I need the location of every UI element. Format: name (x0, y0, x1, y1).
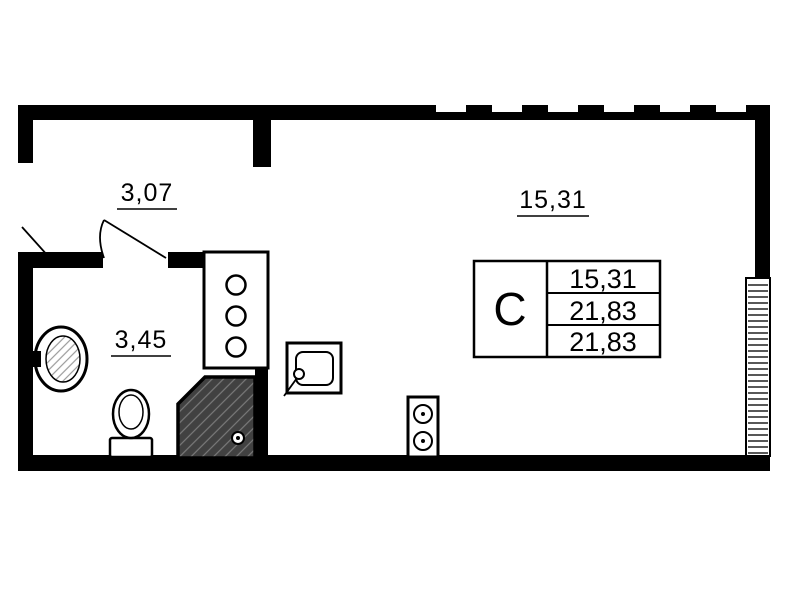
wall-bathroom-top-left (18, 252, 103, 268)
table-value-living: 15,31 (569, 264, 637, 294)
shaft-opening (225, 336, 247, 358)
stove-burner-dot (421, 412, 425, 416)
wall-bathroom-top-right (168, 252, 204, 268)
kitchen-sink (283, 341, 343, 397)
table-value-total: 21,83 (569, 296, 637, 326)
stove (406, 395, 440, 459)
toilet (108, 388, 154, 459)
wall-notch (716, 105, 746, 112)
stove-burner-dot (421, 439, 425, 443)
entrance-door-leaf (21, 226, 58, 267)
washbasin (33, 325, 89, 393)
shaft-opening (225, 274, 247, 296)
shower-cabin (176, 375, 257, 460)
info-table: С 15,31 21,83 21,83 (472, 259, 662, 359)
wall-notches (436, 105, 746, 112)
wall-left-upper (18, 105, 33, 163)
wall-notch (436, 105, 466, 112)
sink-faucet (293, 368, 305, 380)
wall-notch (604, 105, 634, 112)
table-value-total-reduced: 21,83 (569, 327, 637, 357)
wall-notch (492, 105, 522, 112)
wall-notch (548, 105, 578, 112)
bathroom-door-swing (99, 219, 105, 259)
ventilation-shaft (202, 250, 270, 370)
apartment-type-label: С (493, 283, 526, 335)
window-glazing-hatch (748, 280, 768, 454)
info-table-border (472, 259, 662, 359)
bathroom-door-leaf (103, 219, 167, 259)
window (745, 277, 771, 457)
bathroom-door (99, 219, 167, 259)
sink-basin (295, 351, 334, 386)
wall-top (18, 105, 770, 120)
bathroom-area-label: 3,45 (115, 326, 168, 354)
washbasin-faucet (33, 351, 41, 367)
washbasin-bowl (45, 335, 81, 383)
room-area-label: 15,31 (519, 186, 587, 214)
sink-faucet-handle (283, 377, 298, 397)
shaft-opening (225, 305, 247, 327)
room-labels: 3,07 15,31 3,45 (111, 179, 589, 357)
hallway-area-label: 3,07 (121, 179, 174, 207)
shower-drain-dot (236, 436, 240, 440)
toilet-bowl-inner (118, 394, 144, 430)
wall-notch (660, 105, 690, 112)
wall-left-lower (18, 252, 33, 471)
wall-bathroom-right (255, 368, 268, 468)
toilet-tank (108, 436, 154, 459)
wall-partition-stub (253, 105, 271, 167)
